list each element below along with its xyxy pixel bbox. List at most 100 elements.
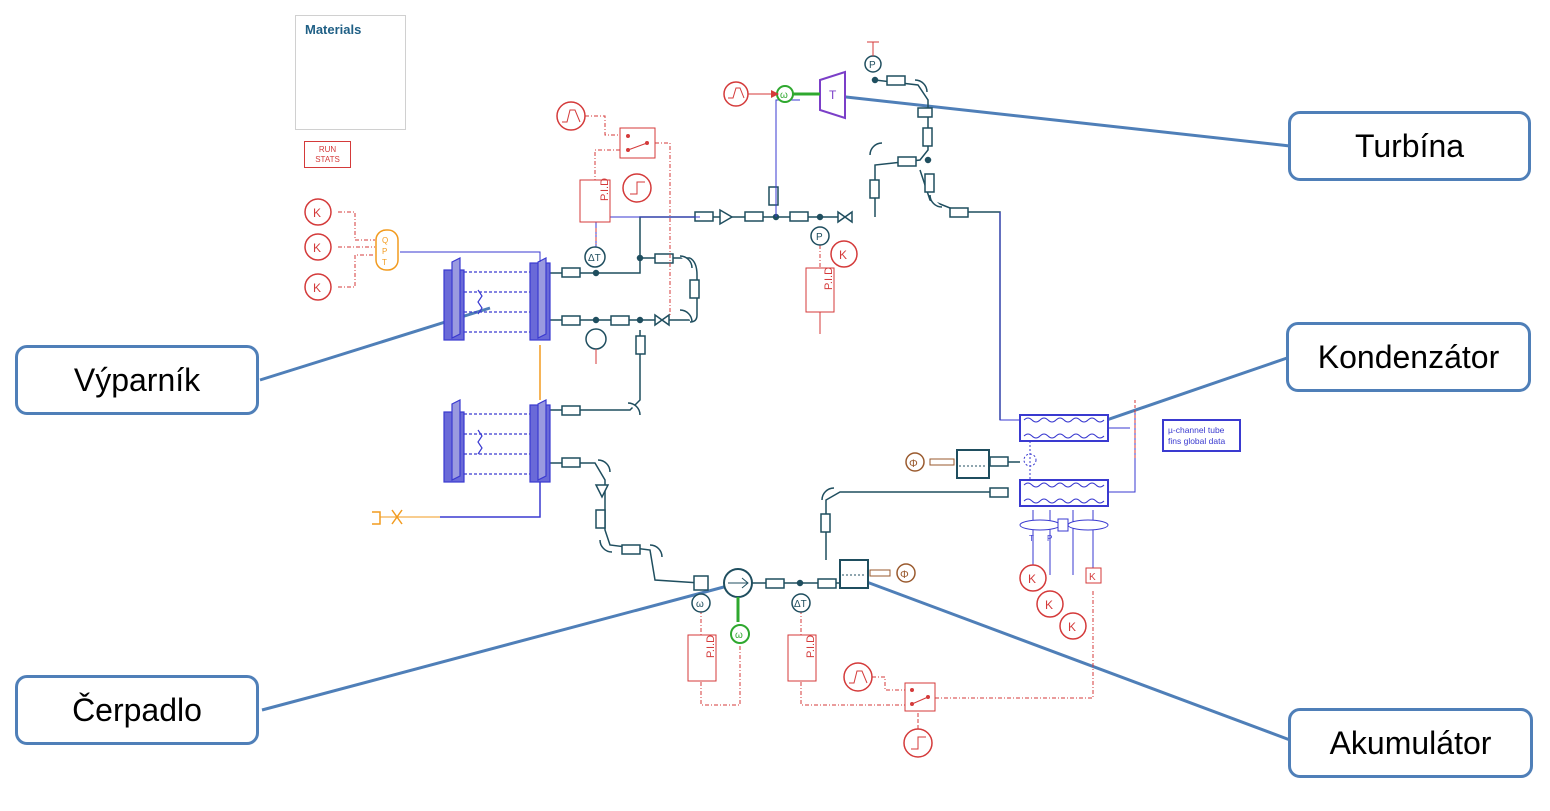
turbine-pid: P K P.I.D xyxy=(805,226,858,334)
air-sink xyxy=(372,511,381,525)
condenser-group: Φ T P K K K K xyxy=(905,400,1136,640)
pipe-bend xyxy=(821,487,835,501)
constant-source xyxy=(830,240,858,268)
callout-cerpadlo: Čerpadlo xyxy=(15,675,259,745)
resistor xyxy=(765,578,785,589)
valve xyxy=(719,208,734,226)
turbine-group: T ω P xyxy=(723,41,882,120)
junction xyxy=(871,76,879,84)
resistor xyxy=(561,315,581,326)
junction xyxy=(636,316,644,324)
svg-text:K: K xyxy=(1028,572,1036,586)
accumulator-icon xyxy=(839,559,869,589)
svg-text:T: T xyxy=(382,258,387,267)
resistor xyxy=(561,267,581,278)
qpt-block xyxy=(375,229,399,271)
resistor xyxy=(744,211,764,222)
svg-text:K: K xyxy=(313,206,321,220)
resistor xyxy=(689,279,700,299)
switch-block xyxy=(904,682,936,712)
evaporator-lower xyxy=(443,399,551,483)
svg-text:ΔT: ΔT xyxy=(794,599,807,610)
phi-sensor xyxy=(896,563,916,583)
uchannel-line1: µ-channel tube xyxy=(1168,425,1225,435)
callout-akumulator: Akumulátor xyxy=(1288,708,1533,778)
junction xyxy=(636,254,644,262)
constant-source xyxy=(1059,612,1087,640)
turbine-label: T xyxy=(829,88,837,102)
svg-text:Φ: Φ xyxy=(900,569,909,581)
svg-text:Φ: Φ xyxy=(909,458,918,470)
svg-text:P: P xyxy=(816,232,823,243)
pid-block xyxy=(687,634,717,682)
omega-source xyxy=(730,624,750,644)
svg-text:P.I.D: P.I.D xyxy=(599,178,611,201)
pipe-bend xyxy=(914,79,928,93)
ramp-source-icon xyxy=(723,81,749,107)
svg-text:K: K xyxy=(313,241,321,255)
constant-block xyxy=(1085,567,1102,584)
resistor xyxy=(924,173,935,193)
resistor xyxy=(610,315,630,326)
pipe-bend xyxy=(929,194,943,208)
upper-controller: P.I.D ΔT xyxy=(556,101,656,364)
constant-source xyxy=(304,273,332,301)
pid-block xyxy=(579,179,611,223)
pipe-bend xyxy=(679,309,693,323)
pipe-bend xyxy=(649,544,663,558)
pid-block xyxy=(787,634,817,682)
callout-turbina: Turbína xyxy=(1288,111,1531,181)
svg-text:ω: ω xyxy=(735,630,743,641)
svg-text:K: K xyxy=(1068,620,1076,634)
uchannel-line2: fins global data xyxy=(1168,436,1226,446)
pump-group: ω ω P.I.D xyxy=(687,568,753,682)
svg-text:K: K xyxy=(839,248,847,262)
fan-blade xyxy=(1019,519,1061,531)
pipe-turbine-loop xyxy=(874,79,929,217)
pipe-bend xyxy=(597,459,611,473)
uchannel-global-data[interactable]: µ-channel tube fins global data xyxy=(1162,419,1241,452)
svg-text:Q: Q xyxy=(382,236,388,245)
constant-source xyxy=(1019,564,1047,592)
resistor xyxy=(561,405,581,416)
pipe-air-inlet xyxy=(440,470,541,518)
materials-title: Materials xyxy=(305,22,362,37)
resistor xyxy=(869,179,880,199)
valve xyxy=(594,484,610,499)
resistor xyxy=(595,509,606,529)
svg-text:ω: ω xyxy=(780,90,788,101)
svg-text:ΔT: ΔT xyxy=(588,253,601,264)
svg-text:P: P xyxy=(382,247,387,256)
accumulator-group: Φ xyxy=(839,559,916,589)
leader-akumulator xyxy=(855,576,1291,742)
resistor xyxy=(635,335,646,355)
valve xyxy=(654,313,670,327)
receiver-icon xyxy=(956,449,990,479)
run-stats-line2: STATS xyxy=(315,155,340,164)
resistor xyxy=(922,127,933,147)
svg-text:P.I.D: P.I.D xyxy=(705,635,717,658)
pipe-evap-low-out xyxy=(550,462,701,584)
phi-sensor xyxy=(905,452,925,472)
resistor xyxy=(886,75,906,86)
resistor xyxy=(654,253,674,264)
svg-text:T: T xyxy=(1029,534,1034,543)
pipe-bend xyxy=(599,539,613,553)
fluid-components xyxy=(561,75,1009,589)
junction xyxy=(796,579,804,587)
switch-block xyxy=(619,127,656,159)
junction xyxy=(592,316,600,324)
fan-blade xyxy=(1067,519,1109,531)
svg-text:P.I.D: P.I.D xyxy=(805,635,817,658)
pid-block xyxy=(805,267,835,313)
pipe-bend xyxy=(679,255,693,269)
turbine-icon xyxy=(819,70,846,120)
resistor xyxy=(949,207,969,218)
run-stats-button[interactable]: RUN STATS xyxy=(304,141,351,168)
pipe-bend xyxy=(869,142,883,156)
pipe-bend xyxy=(627,402,641,416)
qpt-source: K K K Q P T xyxy=(304,198,440,525)
flow-sensor xyxy=(585,328,607,350)
leader-cerpadlo xyxy=(261,582,736,712)
